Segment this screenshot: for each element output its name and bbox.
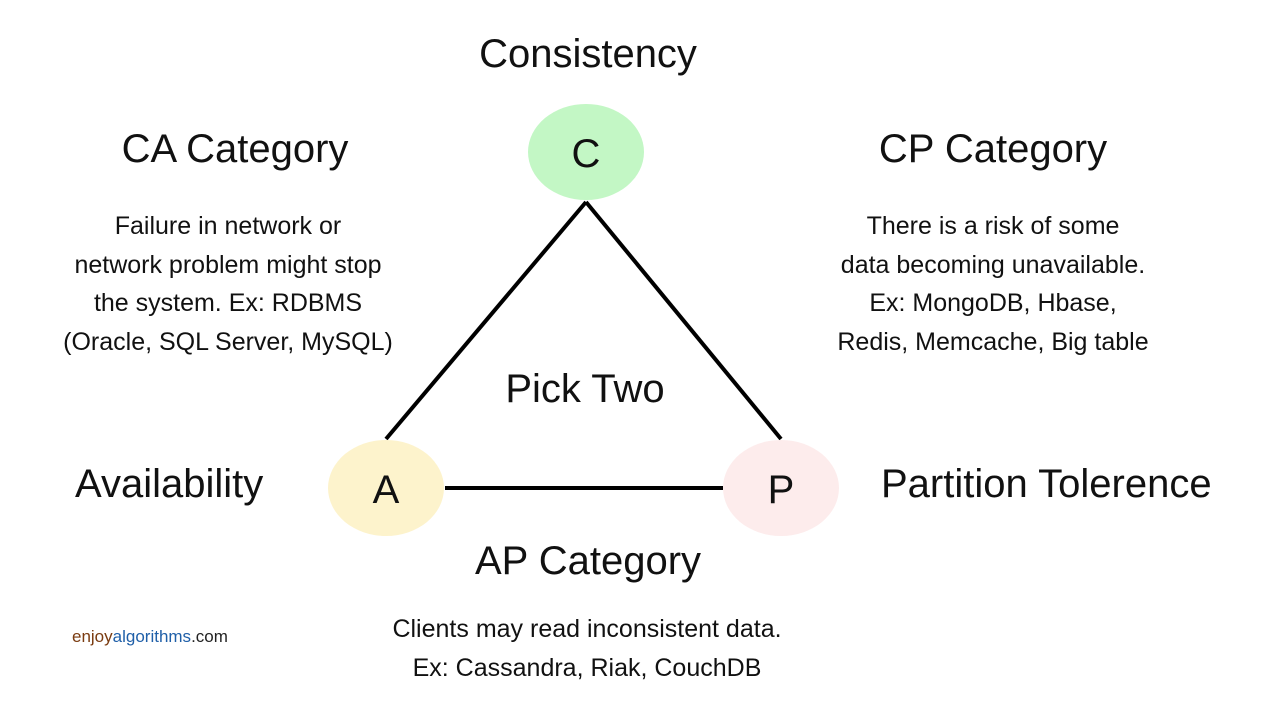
ca-category-description: Failure in network or network problem mi… bbox=[63, 207, 393, 361]
node-c-letter: C bbox=[572, 132, 601, 176]
brand-part-enjoy: enjoy bbox=[72, 627, 113, 646]
ca-desc-line: network problem might stop bbox=[74, 250, 382, 279]
cp-desc-line: data becoming unavailable. bbox=[840, 250, 1146, 279]
ca-category-title: CA Category bbox=[121, 127, 349, 171]
ca-desc-line: the system. Ex: RDBMS bbox=[93, 289, 363, 317]
label-partition-tolerence: Partition Tolerence bbox=[881, 462, 1212, 506]
label-availability: Availability bbox=[75, 462, 264, 506]
brand-logo: enjoyalgorithms.com bbox=[72, 627, 228, 647]
brand-part-algorithms: algorithms bbox=[112, 627, 192, 646]
ap-desc-line: Ex: Cassandra, Riak, CouchDB bbox=[412, 653, 762, 682]
cp-desc-line: Ex: MongoDB, Hbase, bbox=[869, 289, 1117, 317]
edge-c-a bbox=[384, 200, 588, 441]
center-label-pick-two: Pick Two bbox=[505, 367, 665, 411]
brand-part-com: .com bbox=[191, 627, 228, 646]
node-p-letter: P bbox=[768, 468, 795, 512]
cp-category-description: There is a risk of some data becoming un… bbox=[837, 207, 1148, 361]
ap-desc-line: Clients may read inconsistent data. bbox=[392, 615, 782, 643]
cp-desc-line: Redis, Memcache, Big table bbox=[837, 327, 1149, 356]
node-p bbox=[723, 440, 839, 536]
ap-category-title: AP Category bbox=[474, 539, 702, 583]
edge-c-p bbox=[584, 200, 783, 441]
node-c bbox=[528, 104, 644, 200]
cp-desc-line: There is a risk of some bbox=[866, 212, 1120, 240]
ca-desc-line: (Oracle, SQL Server, MySQL) bbox=[63, 327, 393, 356]
ca-desc-line: Failure in network or bbox=[114, 212, 342, 240]
node-a-letter: A bbox=[373, 468, 400, 512]
cp-category-title: CP Category bbox=[878, 127, 1108, 171]
node-a bbox=[328, 440, 444, 536]
label-consistency: Consistency bbox=[479, 32, 697, 76]
ap-category-description: Clients may read inconsistent data. Ex: … bbox=[392, 610, 781, 687]
